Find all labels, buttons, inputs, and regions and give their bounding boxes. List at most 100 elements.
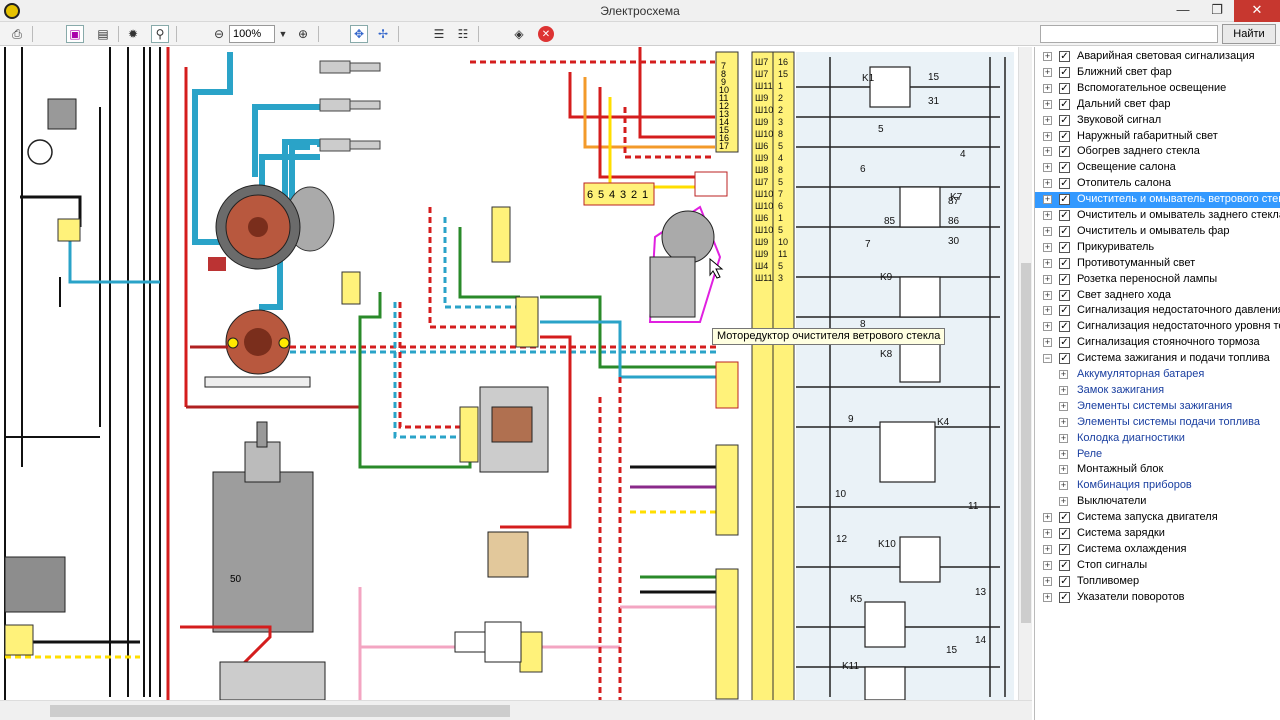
highlight-icon[interactable]: ✹ xyxy=(127,27,139,41)
tree-item-checkbox[interactable]: ✓ xyxy=(1059,353,1070,365)
expand-icon[interactable]: + xyxy=(1043,178,1052,189)
expand-icon[interactable]: + xyxy=(1043,273,1052,284)
tree-item[interactable]: +Колодка диагностики xyxy=(1035,431,1280,447)
tree-item-checkbox[interactable]: ✓ xyxy=(1059,130,1070,142)
tree-item[interactable]: +✓Очиститель и омыватель заднего стекла xyxy=(1035,208,1280,224)
tree-item[interactable]: +✓Вспомогательное освещение xyxy=(1035,81,1280,97)
vertical-scrollbar[interactable] xyxy=(1018,47,1032,700)
tree-item-checkbox[interactable]: ✓ xyxy=(1059,178,1070,190)
tree-item-checkbox[interactable]: ✓ xyxy=(1059,194,1070,206)
tree-item[interactable]: +✓Противотуманный свет xyxy=(1035,256,1280,272)
tree-item[interactable]: +✓Система запуска двигателя xyxy=(1035,510,1280,526)
tree-item[interactable]: +✓Прикуриватель xyxy=(1035,240,1280,256)
tree-item[interactable]: +✓Сигнализация стояночного тормоза xyxy=(1035,335,1280,351)
tree-item[interactable]: −✓Система зажигания и подачи топлива xyxy=(1035,351,1280,367)
maximize-button[interactable]: ❐ xyxy=(1211,2,1223,17)
tree-item-checkbox[interactable]: ✓ xyxy=(1059,575,1070,587)
expand-icon[interactable]: + xyxy=(1043,337,1052,348)
expand-icon[interactable]: + xyxy=(1043,559,1052,570)
horizontal-scrollbar[interactable] xyxy=(0,700,1032,720)
tree-item[interactable]: +✓Стоп сигналы xyxy=(1035,558,1280,574)
select-mode-icon[interactable]: ▣ xyxy=(66,25,84,43)
tree-item-checkbox[interactable]: ✓ xyxy=(1059,51,1070,62)
tree-item[interactable]: +✓Сигнализация недостаточного уровня тор… xyxy=(1035,319,1280,335)
expand-icon[interactable]: + xyxy=(1043,98,1052,109)
minimize-button[interactable]: — xyxy=(1176,2,1190,17)
tree-item-checkbox[interactable]: ✓ xyxy=(1059,273,1070,285)
expand-icon[interactable]: + xyxy=(1043,130,1052,141)
tree-item-checkbox[interactable]: ✓ xyxy=(1059,591,1070,603)
expand-icon[interactable]: + xyxy=(1043,162,1052,173)
tree-item[interactable]: +✓Звуковой сигнал xyxy=(1035,113,1280,129)
expand-icon[interactable]: + xyxy=(1043,66,1052,77)
tree-view-icon[interactable]: ☷ xyxy=(457,27,469,41)
tree-item[interactable]: +✓Ближний свет фар xyxy=(1035,65,1280,81)
expand-icon[interactable]: + xyxy=(1059,384,1068,395)
tree-item-checkbox[interactable]: ✓ xyxy=(1059,210,1070,221)
tree-item[interactable]: +✓Аварийная световая сигнализация xyxy=(1035,49,1280,65)
expand-icon[interactable]: + xyxy=(1043,305,1052,316)
stop-icon[interactable]: ✕ xyxy=(538,26,554,42)
tree-item[interactable]: +✓Очиститель и омыватель фар xyxy=(1035,224,1280,240)
tree-item-checkbox[interactable]: ✓ xyxy=(1059,114,1070,126)
windshield-wiper-motor[interactable] xyxy=(648,205,722,323)
print-icon[interactable]: ⎙ xyxy=(12,27,22,41)
tree-item[interactable]: +✓Освещение салона xyxy=(1035,160,1280,176)
tree-item-checkbox[interactable]: ✓ xyxy=(1059,337,1070,349)
tree-item-checkbox[interactable]: ✓ xyxy=(1059,512,1070,524)
expand-icon[interactable]: + xyxy=(1043,210,1052,220)
tree-item[interactable]: +✓Система охлаждения xyxy=(1035,542,1280,558)
tree-item[interactable]: +Аккумуляторная батарея xyxy=(1035,367,1280,383)
tree-item-checkbox[interactable]: ✓ xyxy=(1059,162,1070,174)
tree-item-checkbox[interactable]: ✓ xyxy=(1059,225,1070,237)
layers-icon[interactable]: ◈ xyxy=(514,27,524,41)
tree-item[interactable]: +Элементы системы зажигания xyxy=(1035,399,1280,415)
expand-icon[interactable]: + xyxy=(1059,448,1068,459)
tree-item-checkbox[interactable]: ✓ xyxy=(1059,528,1070,539)
expand-icon[interactable]: + xyxy=(1043,289,1052,300)
expand-icon[interactable]: + xyxy=(1043,528,1052,538)
expand-icon[interactable]: + xyxy=(1059,464,1068,475)
pan-icon[interactable]: ✢ xyxy=(377,27,389,41)
tree-item-checkbox[interactable]: ✓ xyxy=(1059,66,1070,78)
tree-item-checkbox[interactable]: ✓ xyxy=(1059,146,1070,158)
zoom-select[interactable]: 100% xyxy=(229,25,275,43)
tree-item[interactable]: +✓Сигнализация недостаточного давления м xyxy=(1035,303,1280,319)
expand-icon[interactable]: + xyxy=(1043,543,1052,554)
expand-icon[interactable]: + xyxy=(1043,146,1052,157)
schematic-canvas[interactable]: 50 xyxy=(0,47,1018,700)
tree-item-checkbox[interactable]: ✓ xyxy=(1059,321,1070,333)
tree-item[interactable]: +✓Указатели поворотов xyxy=(1035,590,1280,606)
tree-item-checkbox[interactable]: ✓ xyxy=(1059,98,1070,110)
search-input[interactable] xyxy=(1040,25,1218,43)
tree-item-checkbox[interactable]: ✓ xyxy=(1059,305,1070,317)
close-button[interactable]: ✕ xyxy=(1234,0,1280,22)
tree-item-checkbox[interactable]: ✓ xyxy=(1059,289,1070,301)
tree-item-checkbox[interactable]: ✓ xyxy=(1059,559,1070,571)
expand-icon[interactable]: + xyxy=(1043,321,1052,332)
zoom-window-icon[interactable]: ⚲ xyxy=(151,25,169,43)
expand-icon[interactable]: + xyxy=(1059,369,1068,379)
tree-item[interactable]: +Замок зажигания xyxy=(1035,383,1280,399)
find-button[interactable]: Найти xyxy=(1222,24,1276,44)
tree-item-checkbox[interactable]: ✓ xyxy=(1059,257,1070,269)
chevron-down-icon[interactable]: ▼ xyxy=(278,29,288,39)
expand-icon[interactable]: + xyxy=(1043,512,1052,523)
scroll-thumb[interactable] xyxy=(1021,263,1031,623)
tree-item[interactable]: +✓Очиститель и омыватель ветрового стекл… xyxy=(1035,192,1280,209)
tree-item[interactable]: +✓Наружный габаритный свет xyxy=(1035,129,1280,145)
expand-icon[interactable]: + xyxy=(1043,257,1052,268)
zoom-out-icon[interactable]: ⊖ xyxy=(213,27,225,41)
expand-icon[interactable]: + xyxy=(1059,480,1068,491)
tree-item[interactable]: +✓Отопитель салона xyxy=(1035,176,1280,192)
list-view-icon[interactable]: ☰ xyxy=(433,27,445,41)
fit-page-icon[interactable]: ✥ xyxy=(350,25,368,43)
tree-item[interactable]: +Реле xyxy=(1035,447,1280,463)
tree-item[interactable]: +Комбинация приборов xyxy=(1035,478,1280,494)
expand-icon[interactable]: + xyxy=(1043,51,1052,61)
expand-icon[interactable]: + xyxy=(1043,225,1052,236)
tree-item[interactable]: +✓Обогрев заднего стекла xyxy=(1035,144,1280,160)
expand-icon[interactable]: + xyxy=(1043,114,1052,125)
expand-icon[interactable]: + xyxy=(1059,400,1068,411)
expand-icon[interactable]: + xyxy=(1059,416,1068,427)
